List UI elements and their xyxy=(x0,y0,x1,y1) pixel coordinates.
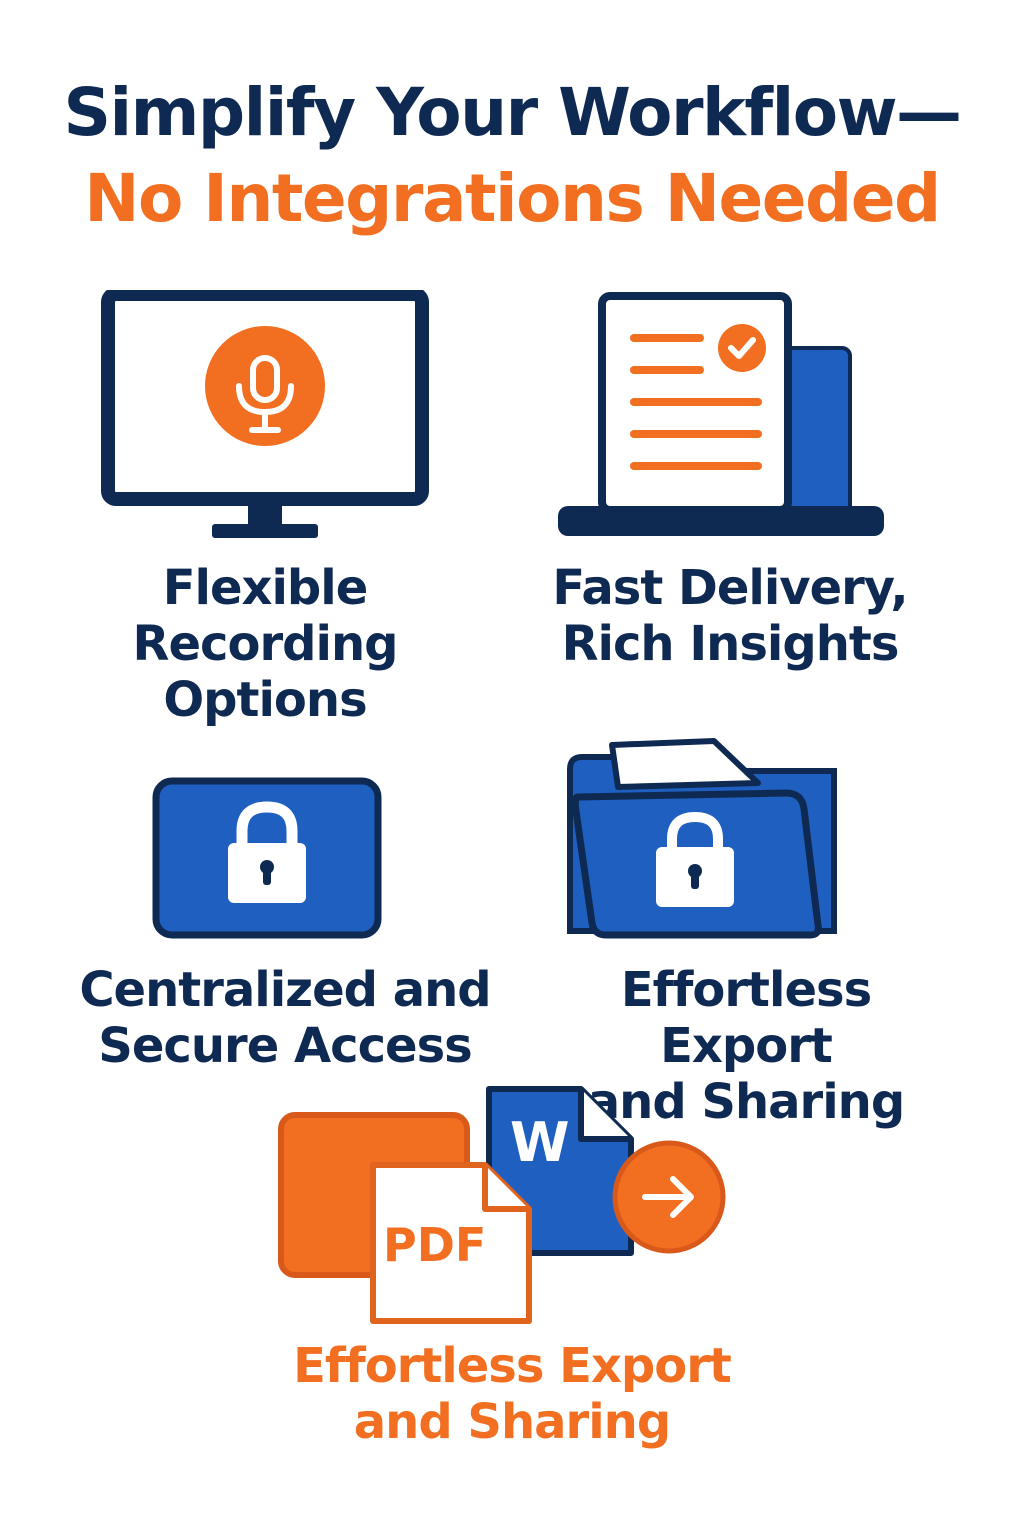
monitor-microphone-icon xyxy=(100,290,430,540)
title-line-1: Simplify Your Workflow— xyxy=(63,74,962,151)
word-file-label: W xyxy=(510,1111,570,1174)
document-laptop-check-icon xyxy=(552,290,892,545)
feature-label-flexible-recording: Flexible Recording Options xyxy=(132,560,399,728)
feature-label-effortless-export: Effortless Export and Sharing xyxy=(587,962,905,1130)
pdf-file-label: PDF xyxy=(383,1218,486,1272)
feature-label-centralized-secure: Centralized and Secure Access xyxy=(79,962,491,1074)
title-line-2: No Integrations Needed xyxy=(84,160,941,237)
lock-tablet-icon xyxy=(150,775,384,941)
feature-label-fast-delivery: Fast Delivery, Rich Insights xyxy=(552,560,908,672)
locked-folder-icon xyxy=(562,735,846,945)
export-files-arrow-icon: W PDF xyxy=(275,1085,735,1330)
export-label: Effortless Export and Sharing xyxy=(293,1338,732,1450)
